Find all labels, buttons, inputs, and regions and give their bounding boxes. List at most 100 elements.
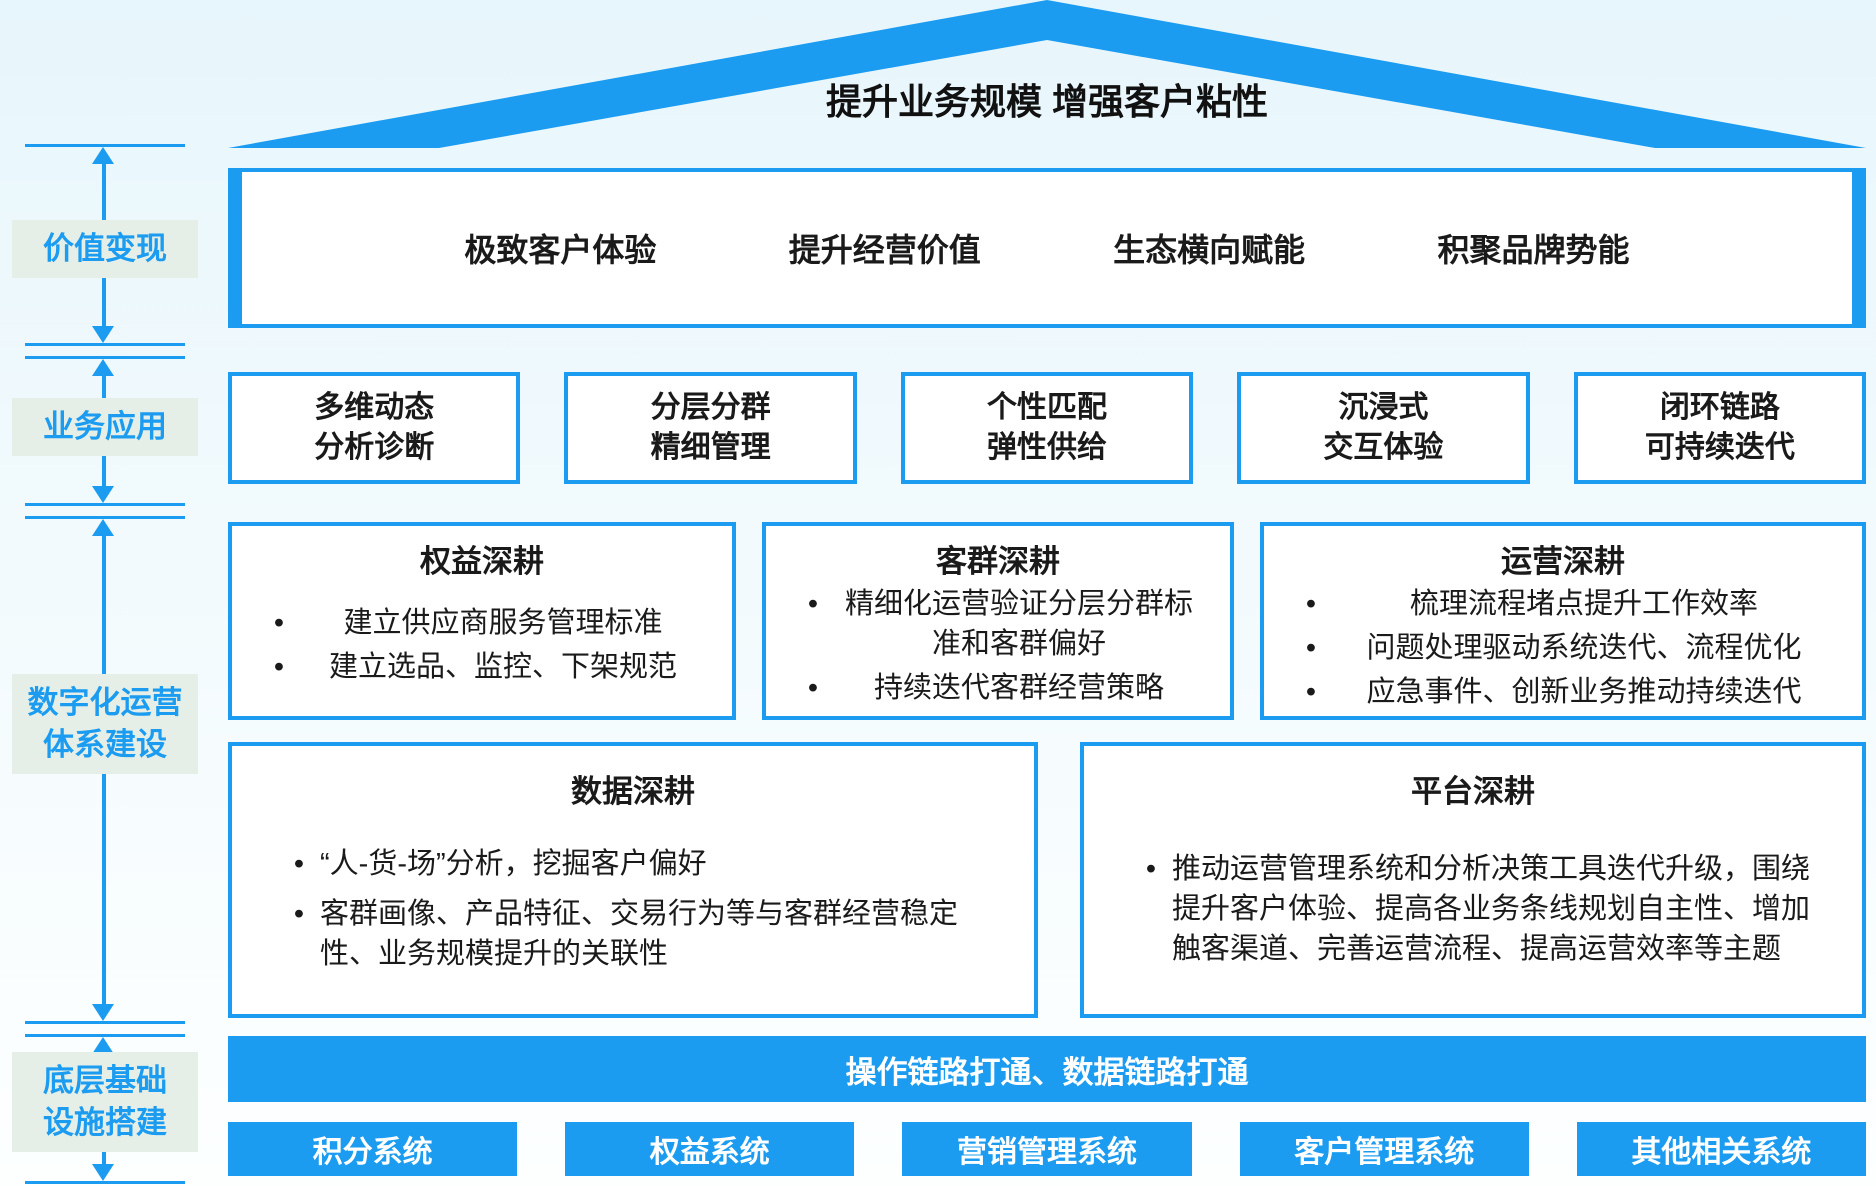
app-box-line: 弹性供给	[987, 431, 1108, 464]
card-bullet-list: 精细化运营验证分层分群标准和客群偏好 持续迭代客群经营策略	[778, 584, 1218, 708]
bullet-text: 梳理流程堵点提升工作效率	[1409, 588, 1758, 620]
card-data-cultivation: 数据深耕 “人-货-场”分析，挖掘客户偏好 客群画像、产品特征、交易行为等与客群…	[228, 742, 1038, 1018]
application-box-3: 个性匹配 弹性供给	[900, 372, 1194, 484]
arrow-up-icon	[92, 1037, 114, 1054]
bullet-item: 持续迭代客群经营策略	[778, 668, 1218, 708]
application-box-2: 分层分群 精细管理	[564, 372, 857, 484]
card-title: 权益深耕	[420, 544, 544, 579]
bullet-item: 建立选品、监控、下架规范	[244, 647, 720, 687]
application-row: 多维动态 分析诊断 分层分群 精细管理 个性匹配 弹性供给 沉浸式 交互体验 闭…	[228, 372, 1867, 484]
value-realization-box: 极致客户体验 提升经营价值 生态横向赋能 积聚品牌势能	[228, 168, 1866, 328]
tick-line	[25, 356, 185, 359]
card-title: 数据深耕	[571, 774, 695, 809]
arrow-up-icon	[92, 359, 114, 376]
card-title: 平台深耕	[1411, 774, 1535, 809]
bullet-icon	[278, 844, 320, 884]
application-box-4: 沉浸式 交互体验	[1237, 372, 1530, 484]
card-bullet-list: 推动运营管理系统和分析决策工具迭代升级，围绕提升客户体验、提高各业务条线规划自主…	[1096, 849, 1850, 969]
arrow-down-icon	[92, 486, 114, 503]
value-item: 生态横向赋能	[1113, 232, 1306, 268]
rail-label-line: 数字化运营	[27, 685, 183, 720]
card-bullet-list: “人-货-场”分析，挖掘客户偏好 客群画像、产品特征、交易行为等与客群经营稳定性…	[244, 844, 1022, 974]
bullet-text: “人-货-场”分析，挖掘客户偏好	[320, 847, 707, 880]
app-box-line: 闭环链路	[1659, 391, 1780, 425]
value-item: 极致客户体验	[464, 232, 657, 268]
bullet-item: 问题处理驱动系统迭代、流程优化	[1276, 628, 1850, 668]
card-customer-cultivation: 客群深耕 精细化运营验证分层分群标准和客群偏好 持续迭代客群经营策略	[762, 522, 1234, 720]
link-through-bar: 操作链路打通、数据链路打通	[228, 1036, 1866, 1102]
bullet-item: 应急事件、创新业务推动持续迭代	[1276, 672, 1850, 712]
system-label: 积分系统	[312, 1136, 433, 1169]
app-box-line: 精细管理	[650, 431, 771, 464]
app-box-line: 个性匹配	[987, 391, 1108, 425]
card-operation-cultivation: 运营深耕 梳理流程堵点提升工作效率 问题处理驱动系统迭代、流程优化 应急事件、创…	[1260, 522, 1866, 720]
bullet-icon	[1290, 628, 1332, 668]
card-rights-cultivation: 权益深耕 建立供应商服务管理标准 建立选品、监控、下架规范	[228, 522, 736, 720]
value-item: 积聚品牌势能	[1437, 232, 1630, 268]
system-box-rights: 权益系统	[565, 1122, 855, 1176]
app-box-line: 分析诊断	[314, 431, 435, 464]
bullet-text: 建立选品、监控、下架规范	[328, 651, 677, 683]
bullet-icon	[792, 668, 834, 708]
system-box-other: 其他相关系统	[1576, 1122, 1867, 1176]
bullet-text: 客群画像、产品特征、交易行为等与客群经营稳定性、业务规模提升的关联性	[320, 897, 959, 970]
bullet-item: 建立供应商服务管理标准	[244, 603, 720, 643]
app-box-line: 多维动态	[314, 391, 435, 425]
app-box-line: 交互体验	[1323, 431, 1444, 464]
value-item: 提升经营价值	[788, 232, 981, 268]
bullet-text: 持续迭代客群经营策略	[873, 672, 1164, 705]
link-through-label: 操作链路打通、数据链路打通	[845, 1054, 1249, 1090]
arrow-up-icon	[92, 519, 114, 536]
rail-label-line: 体系建设	[43, 727, 167, 762]
tick-line	[25, 516, 185, 519]
system-box-points: 积分系统	[228, 1122, 518, 1176]
tick-line	[25, 1034, 185, 1037]
app-box-line: 分层分群	[650, 391, 771, 425]
arrow-down-icon	[92, 1004, 114, 1021]
rail-label-value: 价值变现	[12, 220, 198, 278]
system-label: 营销管理系统	[957, 1136, 1137, 1169]
rail-label-line: 业务应用	[43, 409, 167, 444]
cultivation-bottom-row: 数据深耕 “人-货-场”分析，挖掘客户偏好 客群画像、产品特征、交易行为等与客群…	[228, 742, 1866, 1018]
rail-label-line: 底层基础	[43, 1063, 167, 1098]
tick-line	[25, 1181, 185, 1184]
bullet-item: 精细化运营验证分层分群标准和客群偏好	[778, 584, 1218, 664]
rail-label-line: 设施搭建	[43, 1105, 167, 1140]
bullet-text: 问题处理驱动系统迭代、流程优化	[1366, 632, 1802, 665]
bullet-item: 梳理流程堵点提升工作效率	[1276, 584, 1850, 624]
bullet-item: 客群画像、产品特征、交易行为等与客群经营稳定性、业务规模提升的关联性	[244, 894, 1022, 974]
bullet-text: 推动运营管理系统和分析决策工具迭代升级，围绕提升客户体验、提高各业务条线规划自主…	[1172, 852, 1811, 965]
tick-line	[25, 144, 185, 147]
systems-row: 积分系统 权益系统 营销管理系统 客户管理系统 其他相关系统	[228, 1122, 1867, 1176]
app-box-line: 可持续迭代	[1644, 431, 1795, 464]
bullet-text: 建立供应商服务管理标准	[343, 606, 663, 639]
tick-line	[25, 503, 185, 506]
bullet-icon	[1290, 584, 1332, 624]
application-box-5: 闭环链路 可持续迭代	[1573, 372, 1867, 484]
bullet-icon	[258, 647, 300, 687]
arrow-down-icon	[92, 326, 114, 343]
rail-label-line: 价值变现	[43, 231, 167, 266]
bullet-icon	[258, 603, 300, 643]
rail-label-infrastructure: 底层基础 设施搭建	[12, 1052, 198, 1152]
card-bullet-list: 建立供应商服务管理标准 建立选品、监控、下架规范	[244, 603, 720, 687]
arrow-up-icon	[92, 147, 114, 164]
rail-label-digital-operation: 数字化运营 体系建设	[12, 674, 198, 774]
tick-line	[25, 343, 185, 346]
bullet-item: 推动运营管理系统和分析决策工具迭代升级，围绕提升客户体验、提高各业务条线规划自主…	[1096, 849, 1850, 969]
arrow-down-icon	[92, 1164, 114, 1181]
card-title: 客群深耕	[936, 544, 1060, 579]
bullet-icon	[1130, 849, 1172, 969]
application-box-1: 多维动态 分析诊断	[228, 372, 521, 484]
tick-line	[25, 1021, 185, 1024]
bullet-icon	[278, 894, 320, 974]
bullet-text: 应急事件、创新业务推动持续迭代	[1366, 676, 1802, 709]
card-bullet-list: 梳理流程堵点提升工作效率 问题处理驱动系统迭代、流程优化 应急事件、创新业务推动…	[1276, 584, 1850, 712]
app-box-line: 沉浸式	[1338, 391, 1429, 425]
cultivation-top-row: 权益深耕 建立供应商服务管理标准 建立选品、监控、下架规范 客群深耕 精细化运营…	[228, 522, 1866, 720]
card-title: 运营深耕	[1501, 544, 1625, 579]
bullet-item: “人-货-场”分析，挖掘客户偏好	[244, 844, 1022, 884]
bullet-icon	[1290, 672, 1332, 712]
system-box-marketing: 营销管理系统	[902, 1122, 1192, 1176]
